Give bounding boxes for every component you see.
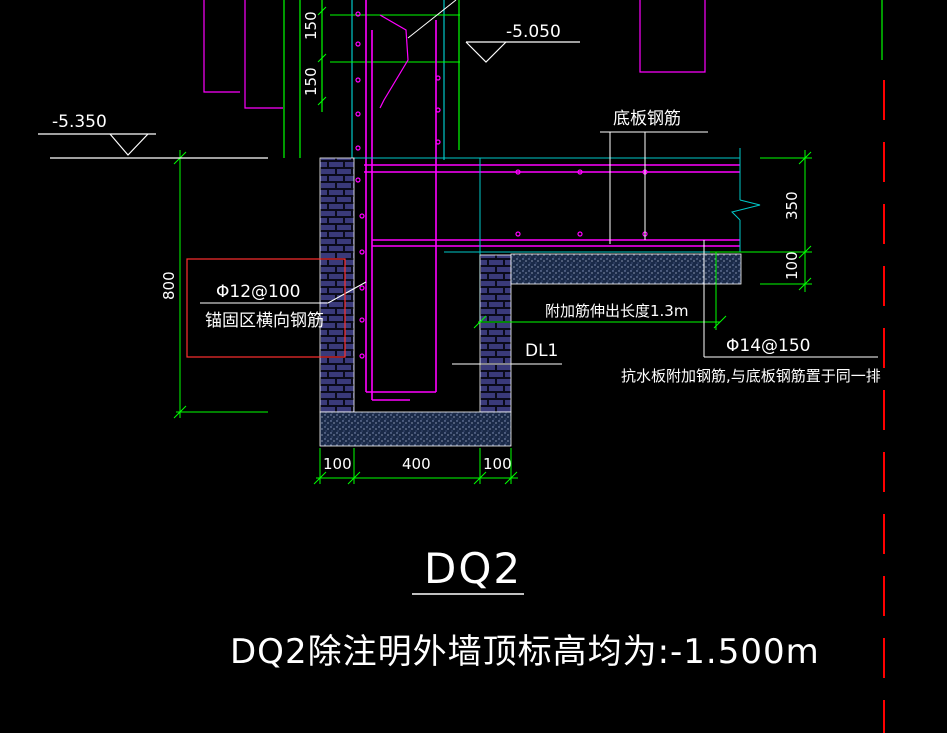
elevation-marker-right bbox=[465, 41, 580, 63]
leader-lines bbox=[200, 0, 878, 365]
anchor-zone-highlight bbox=[186, 258, 346, 358]
dim-150-lower: 150 bbox=[302, 67, 320, 96]
brick-wall-left bbox=[319, 157, 355, 413]
dim-350: 350 bbox=[783, 191, 801, 220]
drawing-subtitle: DQ2除注明外墙顶标高均为:-1.500m bbox=[230, 632, 820, 672]
add-rebar-desc-label: 抗水板附加钢筋,与底板钢筋置于同一排 bbox=[621, 367, 881, 385]
anchor-desc-label: 锚固区横向钢筋 bbox=[205, 311, 324, 331]
dim-100-bottom-left: 100 bbox=[323, 455, 352, 473]
anchor-spec-label: Φ12@100 bbox=[216, 282, 300, 302]
wall-rebar bbox=[364, 0, 740, 401]
dim-400-bottom: 400 bbox=[402, 455, 431, 473]
add-rebar-spec-label: Φ14@150 bbox=[726, 336, 810, 356]
brick-wall-right bbox=[479, 254, 512, 413]
slab-outline bbox=[352, 148, 761, 330]
drawing-title: DQ2 bbox=[424, 544, 522, 593]
concrete-cushion-slab bbox=[510, 253, 742, 285]
dimension-lines bbox=[173, 150, 812, 485]
dim-800: 800 bbox=[160, 271, 178, 300]
dim-100-right: 100 bbox=[783, 251, 801, 280]
wall-dim-ticks bbox=[317, 6, 460, 106]
upper-wall-outlines bbox=[203, 0, 883, 160]
beam-tag-label: DL1 bbox=[525, 341, 558, 361]
elevation-right-label: -5.050 bbox=[506, 22, 561, 42]
dim-150-upper: 150 bbox=[302, 11, 320, 40]
elevation-marker-left bbox=[38, 133, 268, 159]
dim-100-bottom-right: 100 bbox=[483, 455, 512, 473]
concrete-cushion-base bbox=[319, 411, 512, 447]
elevation-left-label: -5.350 bbox=[52, 112, 107, 132]
extend-length-label: 附加筋伸出长度1.3m bbox=[545, 302, 688, 320]
slab-rebar-label: 底板钢筋 bbox=[613, 109, 681, 129]
